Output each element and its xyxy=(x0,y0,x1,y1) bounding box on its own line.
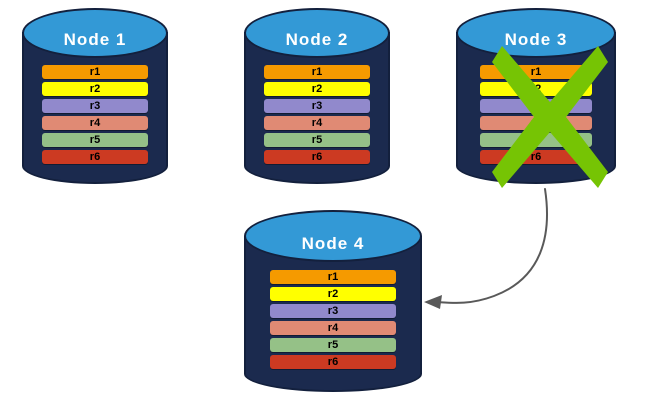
curved-arrow-icon xyxy=(424,188,548,309)
node-4-row-r3[interactable]: r3 xyxy=(270,304,396,318)
node-2[interactable]: Node 2 r1 r2 r3 r4 r5 r6 xyxy=(244,8,390,186)
node-1-row-list: r1 r2 r3 r4 r5 r6 xyxy=(42,65,148,164)
node-3-row-r6[interactable]: r6 xyxy=(480,150,592,164)
node-4-row-r5[interactable]: r5 xyxy=(270,338,396,352)
node-1-row-r4[interactable]: r4 xyxy=(42,116,148,130)
node-2-row-list: r1 r2 r3 r4 r5 r6 xyxy=(264,65,370,164)
node-3-row-r3[interactable]: r3 xyxy=(480,99,592,113)
node-4-row-r2[interactable]: r2 xyxy=(270,287,396,301)
node-4-cylinder-top xyxy=(244,210,422,262)
node-3[interactable]: Node 3 r1 r2 r3 r4 r5 r6 xyxy=(456,8,616,186)
node-4[interactable]: Node 4 r1 r2 r3 r4 r5 r6 xyxy=(244,210,422,394)
node-2-row-r2[interactable]: r2 xyxy=(264,82,370,96)
node-2-row-r3[interactable]: r3 xyxy=(264,99,370,113)
node-4-row-r6[interactable]: r6 xyxy=(270,355,396,369)
node-3-row-list: r1 r2 r3 r4 r5 r6 xyxy=(480,65,592,164)
node-3-row-r4[interactable]: r4 xyxy=(480,116,592,130)
node-3-row-r2[interactable]: r2 xyxy=(480,82,592,96)
node-1-row-r3[interactable]: r3 xyxy=(42,99,148,113)
node-1-row-r5[interactable]: r5 xyxy=(42,133,148,147)
node-1-row-r6[interactable]: r6 xyxy=(42,150,148,164)
node-2-row-r1[interactable]: r1 xyxy=(264,65,370,79)
node-2-row-r6[interactable]: r6 xyxy=(264,150,370,164)
node-3-row-r1[interactable]: r1 xyxy=(480,65,592,79)
node-4-title: Node 4 xyxy=(301,234,365,253)
node-2-row-r5[interactable]: r5 xyxy=(264,133,370,147)
node-2-cylinder-top xyxy=(244,8,390,58)
node-3-title: Node 3 xyxy=(504,30,568,49)
node-4-row-r1[interactable]: r1 xyxy=(270,270,396,284)
node-1-cylinder-top xyxy=(22,8,168,58)
node-1[interactable]: Node 1 r1 r2 r3 r4 r5 r6 xyxy=(22,8,168,186)
node-4-row-r4[interactable]: r4 xyxy=(270,321,396,335)
node-3-row-r5[interactable]: r5 xyxy=(480,133,592,147)
node-1-row-r2[interactable]: r2 xyxy=(42,82,148,96)
node-2-row-r4[interactable]: r4 xyxy=(264,116,370,130)
node-2-title: Node 2 xyxy=(285,30,349,49)
node-1-title: Node 1 xyxy=(63,30,127,49)
node-4-row-list: r1 r2 r3 r4 r5 r6 xyxy=(270,270,396,369)
node-1-row-r1[interactable]: r1 xyxy=(42,65,148,79)
